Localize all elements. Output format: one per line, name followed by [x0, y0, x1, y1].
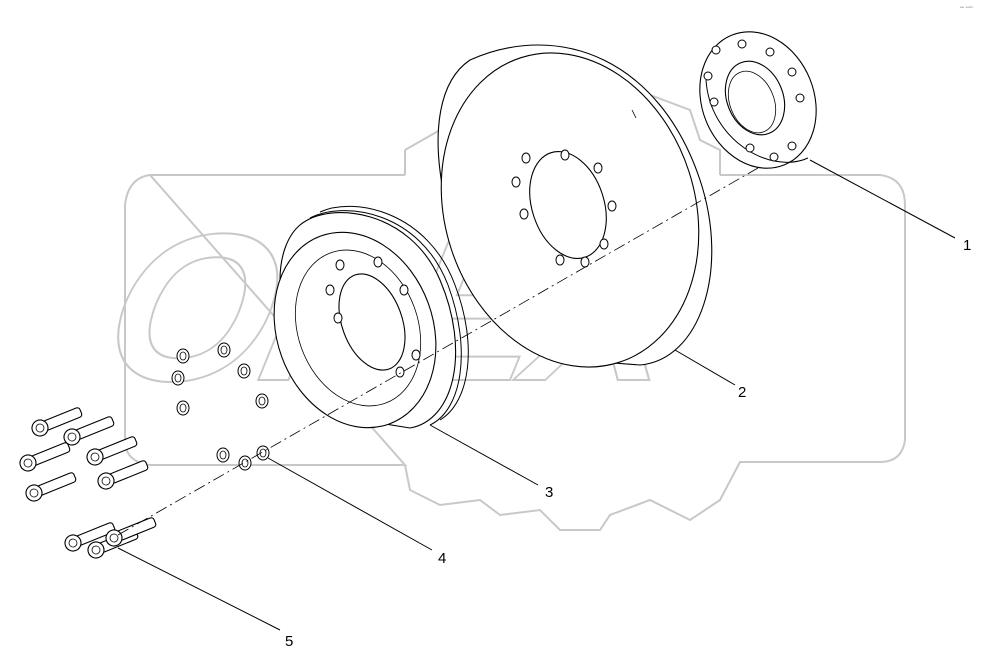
leader-line-1: [809, 159, 956, 239]
part-2-disc: [437, 44, 713, 368]
callout-2: 2: [738, 384, 746, 401]
callout-5: 5: [285, 633, 293, 650]
washer: [256, 445, 270, 461]
screw: [86, 436, 138, 466]
screw: [105, 517, 157, 547]
washer: [176, 400, 190, 416]
screw: [63, 416, 115, 446]
callout-1: 1: [963, 237, 971, 254]
washer: [238, 455, 252, 471]
part-5-screws: [19, 407, 157, 559]
washer: [176, 348, 190, 364]
screw: [97, 460, 149, 490]
screw: [31, 407, 83, 437]
part-4-washers: [171, 342, 270, 471]
leader-line-4: [267, 457, 433, 551]
assembly-axis-line: [117, 167, 759, 536]
washer: [237, 363, 251, 379]
washer: [171, 370, 185, 386]
leader-line-2: [674, 349, 736, 386]
washer: [255, 393, 269, 409]
leader-line-3: [429, 424, 539, 486]
part-1-bolt-holes: [703, 39, 805, 162]
screw: [19, 442, 71, 472]
callout-3: 3: [545, 484, 553, 501]
screw: [25, 472, 77, 502]
corner-mark: ᵃᵉ ᵃᵘᵗᵒ: [960, 6, 973, 12]
part-1-ring: [699, 31, 817, 169]
leader-line-5: [117, 547, 281, 631]
part-3-hub: [273, 205, 469, 429]
washer: [217, 342, 231, 358]
washer: [216, 447, 230, 463]
callout-labels: 1 2 3 4 5: [285, 237, 971, 650]
part-3-bolt-holes: [325, 256, 421, 378]
callout-4: 4: [438, 550, 446, 567]
part-2-bolt-holes: [511, 149, 617, 268]
screw: [64, 522, 116, 552]
leader-lines: [117, 159, 956, 631]
